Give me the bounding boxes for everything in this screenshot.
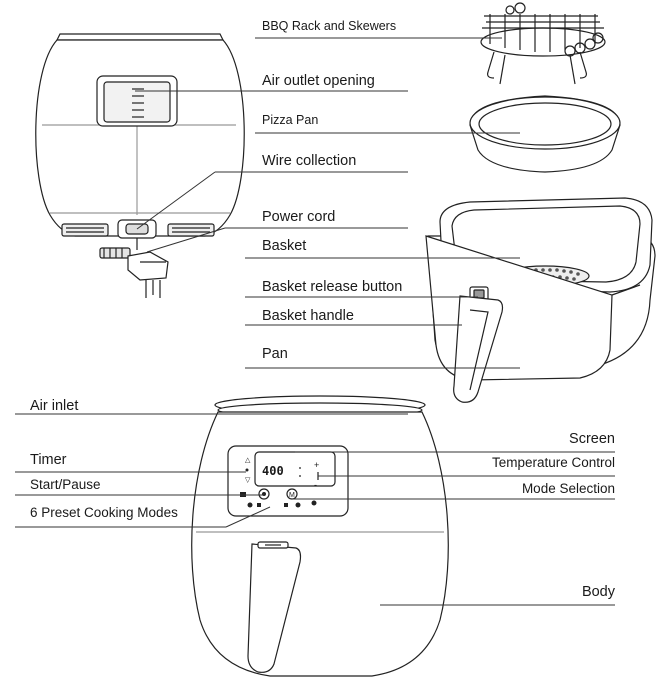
display-readout: 400 [262, 464, 284, 478]
leader-lines [15, 37, 615, 606]
label-air-inlet: Air inlet [30, 398, 79, 414]
label-mode-selection: Mode Selection [521, 481, 615, 496]
label-pizza-pan: Pizza Pan [262, 113, 319, 127]
svg-text:▽: ▽ [245, 477, 251, 484]
label-temperature-control: Temperature Control [491, 455, 615, 470]
svg-text:M: M [289, 492, 295, 499]
label-air-outlet: Air outlet opening [262, 73, 375, 89]
fryer-front-view: △ ▽ + - M [191, 395, 449, 677]
power-plug [99, 238, 169, 298]
label-bbq-rack: BBQ Rack and Skewers [262, 19, 397, 33]
label-basket: Basket [262, 238, 307, 254]
label-basket-handle: Basket handle [262, 308, 354, 324]
label-wire-collection: Wire collection [262, 153, 357, 169]
svg-text:+: + [314, 460, 319, 470]
basket-assembly [425, 197, 656, 403]
pizza-pan-shape [469, 95, 621, 173]
label-body: Body [581, 584, 615, 600]
fryer-rear-view [35, 33, 245, 298]
label-start-pause: Start/Pause [30, 477, 101, 492]
label-pan: Pan [262, 346, 288, 362]
bbq-rack [480, 2, 606, 85]
air-outlet-grille [96, 75, 178, 127]
label-screen: Screen [569, 431, 615, 447]
label-timer: Timer [30, 452, 67, 468]
label-power-cord: Power cord [262, 209, 336, 225]
label-preset-cooking-modes: 6 Preset Cooking Modes [30, 505, 178, 520]
svg-text:-: - [314, 480, 317, 490]
control-panel: △ ▽ + - M [227, 445, 349, 517]
svg-text:△: △ [245, 457, 251, 464]
label-basket-release-button: Basket release button [262, 279, 403, 295]
